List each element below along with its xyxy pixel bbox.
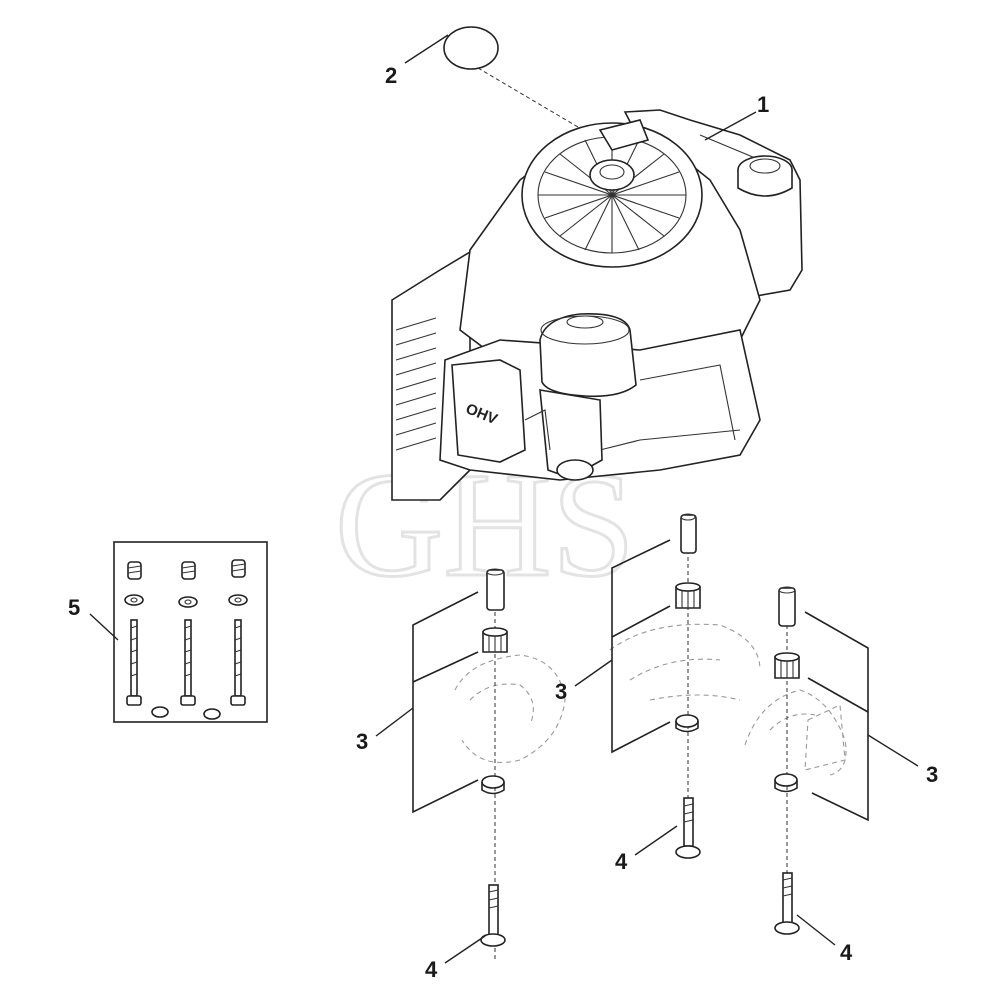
engine-assembly: OHV	[391, 109, 803, 501]
callout-bolt-center: 4	[615, 849, 628, 874]
leader-bolt-left	[444, 935, 486, 964]
bolt-right	[774, 872, 800, 935]
mount-set-right	[744, 586, 869, 880]
leader-mount-left	[375, 707, 414, 737]
callout-bolt-left: 4	[425, 957, 438, 982]
leader-screw-set	[89, 613, 119, 641]
nut-2	[203, 708, 221, 720]
leader-cap	[404, 34, 449, 64]
leader-mount-right	[867, 734, 919, 767]
mount-set-left	[412, 568, 566, 960]
bolt-center	[675, 797, 701, 859]
leader-bolt-center	[634, 825, 678, 856]
callout-mount-left: 3	[356, 729, 368, 754]
cap-alignment-line	[477, 67, 601, 141]
screw-set-box	[113, 541, 268, 723]
leader-engine	[704, 111, 757, 141]
nut-1	[151, 706, 169, 718]
screw-set-item-3	[228, 559, 248, 706]
callout-bolt-right: 4	[840, 940, 853, 965]
callout-screw-set: 5	[68, 595, 80, 620]
screw-set-item-2	[178, 561, 198, 706]
screw-set-item-1	[124, 561, 144, 706]
callout-mount-right: 3	[926, 762, 938, 787]
callout-engine: 1	[757, 92, 769, 117]
leader-bolt-right	[796, 914, 836, 946]
bolt-left	[480, 884, 506, 947]
callout-mount-center: 3	[555, 679, 567, 704]
leader-mount-center	[574, 659, 613, 687]
callout-cap: 2	[385, 63, 397, 88]
cap-disc	[443, 26, 499, 70]
